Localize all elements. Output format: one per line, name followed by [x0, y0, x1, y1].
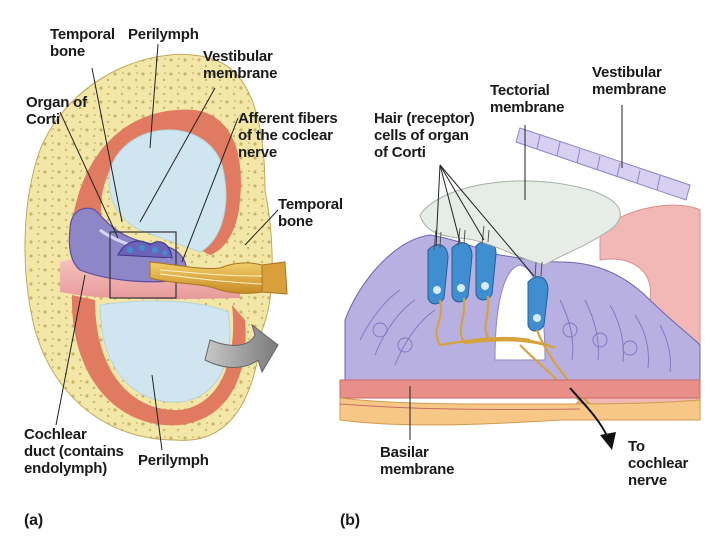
label-afferent-fibers: Afferent fibers of the coclear nerve — [238, 110, 338, 161]
label-basilar-membrane: Basilar membrane — [380, 444, 455, 478]
basilar-membrane-band — [339, 379, 701, 399]
scala-vestibuli-wall — [70, 109, 241, 255]
zoom-arrow — [204, 323, 279, 374]
scala-tympani-wall — [71, 295, 246, 426]
lower-tissue — [339, 397, 701, 426]
label-organ-of-corti: Organ of Corti — [26, 94, 87, 128]
label-tectorial-membrane: Tectorial membrane — [490, 82, 565, 116]
label-temporal-bone-top: Temporal bone — [50, 26, 115, 60]
panel-a-caption: (a) — [24, 512, 43, 529]
inner-outer-hair-cells — [427, 240, 549, 332]
lower-perilymph-chamber — [99, 300, 231, 403]
organ-of-corti-detail — [117, 240, 173, 259]
to-nerve-arrow — [569, 387, 609, 439]
label-cochlear-duct: Cochlear duct (contains endolymph) — [24, 426, 124, 477]
label-vestibular-membrane-a: Vestibular membrane — [203, 48, 278, 82]
panel-b-organ-of-corti — [339, 105, 701, 450]
panel-b-caption: (b) — [340, 512, 360, 529]
label-temporal-bone-right: Temporal bone — [278, 196, 343, 230]
label-perilymph-top: Perilymph — [128, 26, 199, 43]
label-hair-cells: Hair (receptor) cells of organ of Corti — [374, 110, 475, 161]
tectorial-membrane-shape — [419, 180, 621, 266]
label-to-cochlear-nerve: To cochlear nerve — [628, 438, 689, 489]
panel-a-cochlea-cross-section — [24, 43, 288, 451]
label-perilymph-bottom: Perilymph — [138, 452, 209, 469]
label-vestibular-membrane-b: Vestibular membrane — [592, 64, 667, 98]
upper-perilymph-chamber — [108, 129, 227, 253]
